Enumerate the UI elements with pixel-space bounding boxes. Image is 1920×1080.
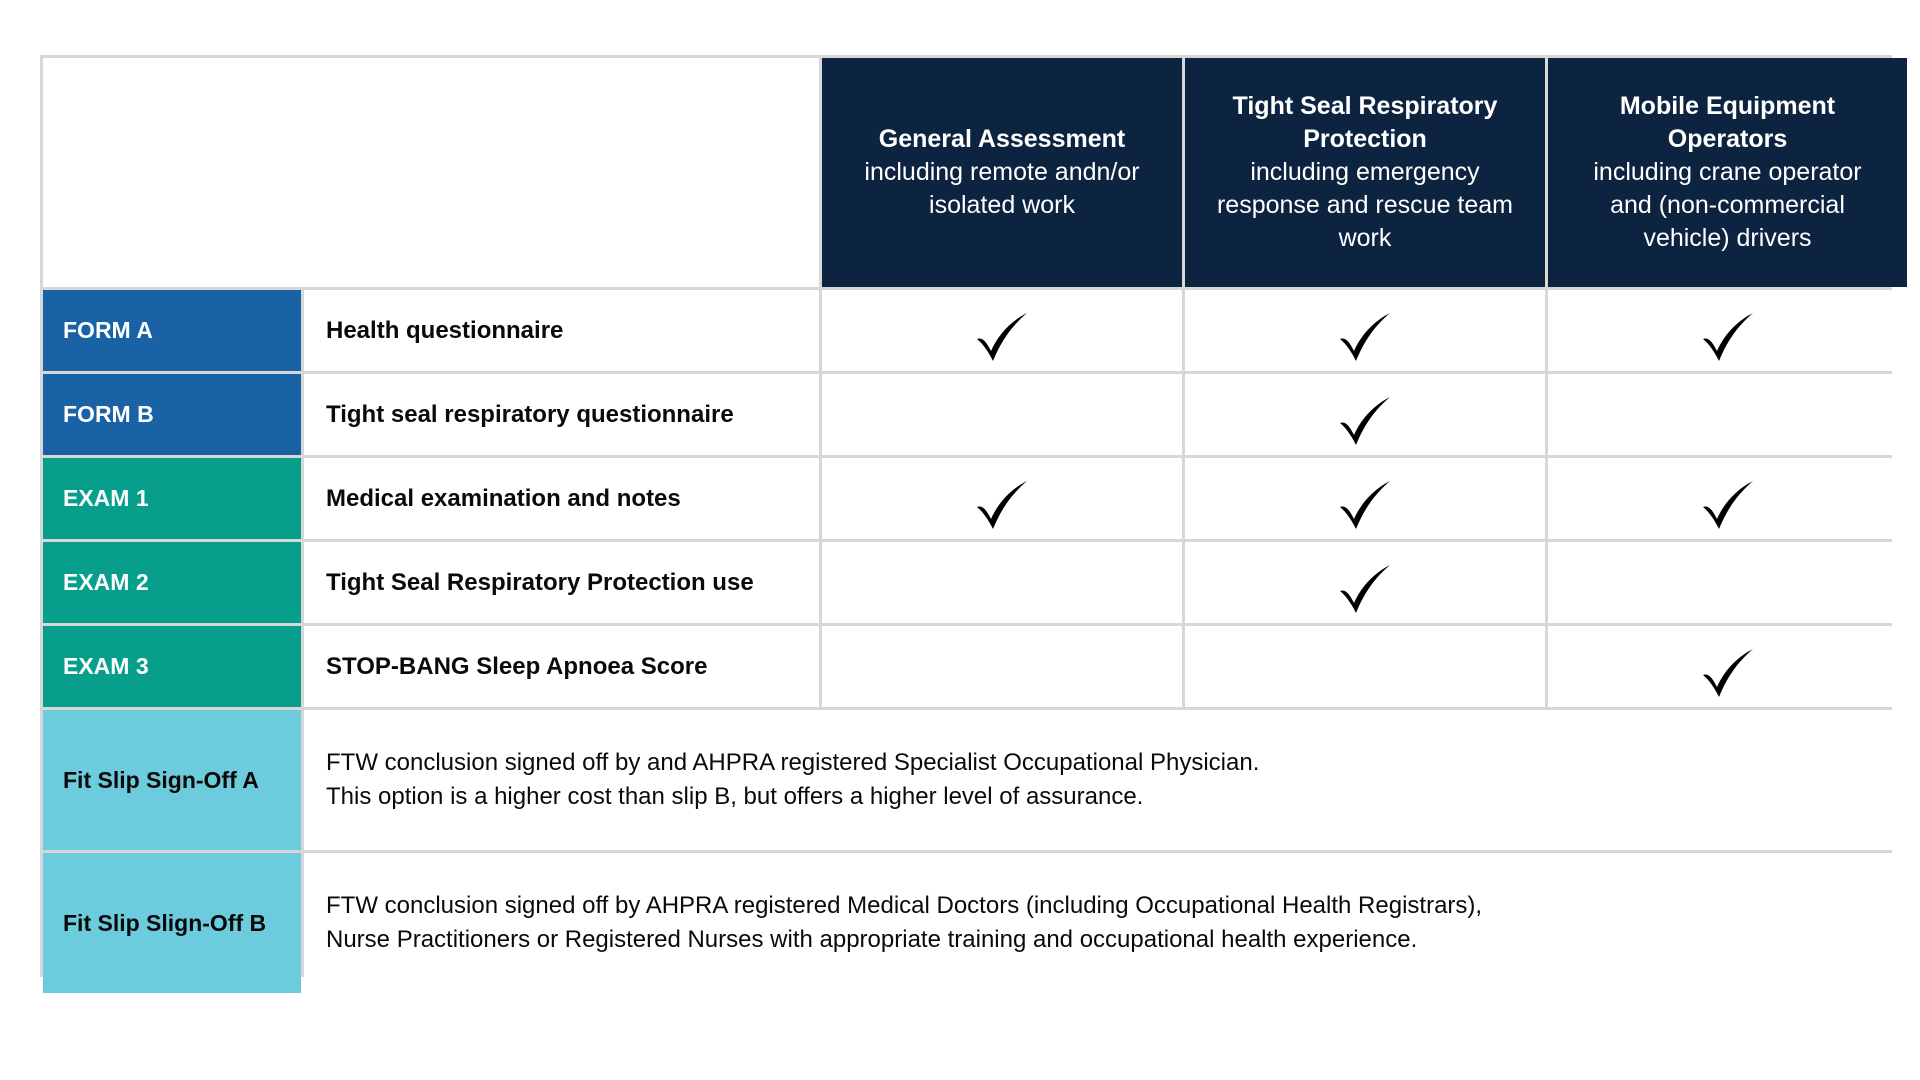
checkmark-icon	[1340, 564, 1390, 613]
column-header-title: Tight Seal Respiratory Protection	[1232, 92, 1498, 153]
signoff-line: FTW conclusion signed off by and AHPRA r…	[326, 749, 1260, 776]
column-header-subtitle: including crane operator and (non-commer…	[1593, 158, 1862, 252]
requirement-cell	[822, 290, 1182, 371]
row-label: Tight seal respiratory questionnaire	[304, 374, 819, 455]
empty-corner-cell	[43, 58, 819, 287]
requirements-matrix: General Assessment including remote andn…	[40, 55, 1907, 993]
requirement-cell	[1548, 458, 1907, 539]
column-header-subtitle: including emergency response and rescue …	[1216, 158, 1513, 252]
requirement-cell	[1185, 626, 1545, 707]
checkmark-icon	[1702, 312, 1753, 361]
requirement-cell	[1185, 542, 1545, 623]
requirement-cell	[822, 542, 1182, 623]
requirement-cell	[1185, 458, 1545, 539]
checkmark-icon	[1340, 396, 1390, 445]
column-header-tight-seal: Tight Seal Respiratory Protection includ…	[1185, 58, 1545, 287]
requirement-cell	[822, 458, 1182, 539]
requirement-cell	[822, 374, 1182, 455]
row-label: Health questionnaire	[304, 290, 819, 371]
row-tag-exam-1: EXAM 1	[43, 458, 301, 539]
row-tag-form-a: FORM A	[43, 290, 301, 371]
requirement-cell	[1185, 290, 1545, 371]
requirement-cell	[1548, 542, 1907, 623]
column-header-general-assessment: General Assessment including remote andn…	[822, 58, 1182, 287]
signoff-line: FTW conclusion signed off by AHPRA regis…	[326, 892, 1483, 919]
column-header-mobile-equipment: Mobile Equipment Operators including cra…	[1548, 58, 1907, 287]
column-header-title: General Assessment	[878, 125, 1126, 153]
requirement-cell	[1548, 374, 1907, 455]
row-label: STOP-BANG Sleep Apnoea Score	[304, 626, 819, 707]
signoff-line: This option is a higher cost than slip B…	[326, 783, 1144, 810]
row-label: Medical examination and notes	[304, 458, 819, 539]
checkmark-icon	[977, 480, 1027, 529]
checkmark-icon	[1340, 480, 1390, 529]
row-tag-fit-slip-b: Fit Slip Slign-Off B	[43, 853, 301, 993]
requirement-cell	[1185, 374, 1545, 455]
column-header-subtitle: including remote andn/or isolated work	[864, 158, 1140, 219]
row-tag-exam-3: EXAM 3	[43, 626, 301, 707]
signoff-line: Nurse Practitioners or Registered Nurses…	[326, 926, 1418, 953]
row-tag-form-b: FORM B	[43, 374, 301, 455]
row-label: Tight Seal Respiratory Protection use	[304, 542, 819, 623]
signoff-description-b: FTW conclusion signed off by AHPRA regis…	[304, 853, 1907, 993]
row-tag-fit-slip-a: Fit Slip Sign-Off A	[43, 710, 301, 850]
requirement-cell	[822, 626, 1182, 707]
checkmark-icon	[977, 312, 1027, 361]
column-header-title: Mobile Equipment Operators	[1619, 92, 1836, 153]
requirement-cell	[1548, 626, 1907, 707]
requirement-cell	[1548, 290, 1907, 371]
row-tag-exam-2: EXAM 2	[43, 542, 301, 623]
signoff-description-a: FTW conclusion signed off by and AHPRA r…	[304, 710, 1907, 850]
checkmark-icon	[1340, 312, 1390, 361]
checkmark-icon	[1702, 648, 1753, 697]
checkmark-icon	[1702, 480, 1753, 529]
